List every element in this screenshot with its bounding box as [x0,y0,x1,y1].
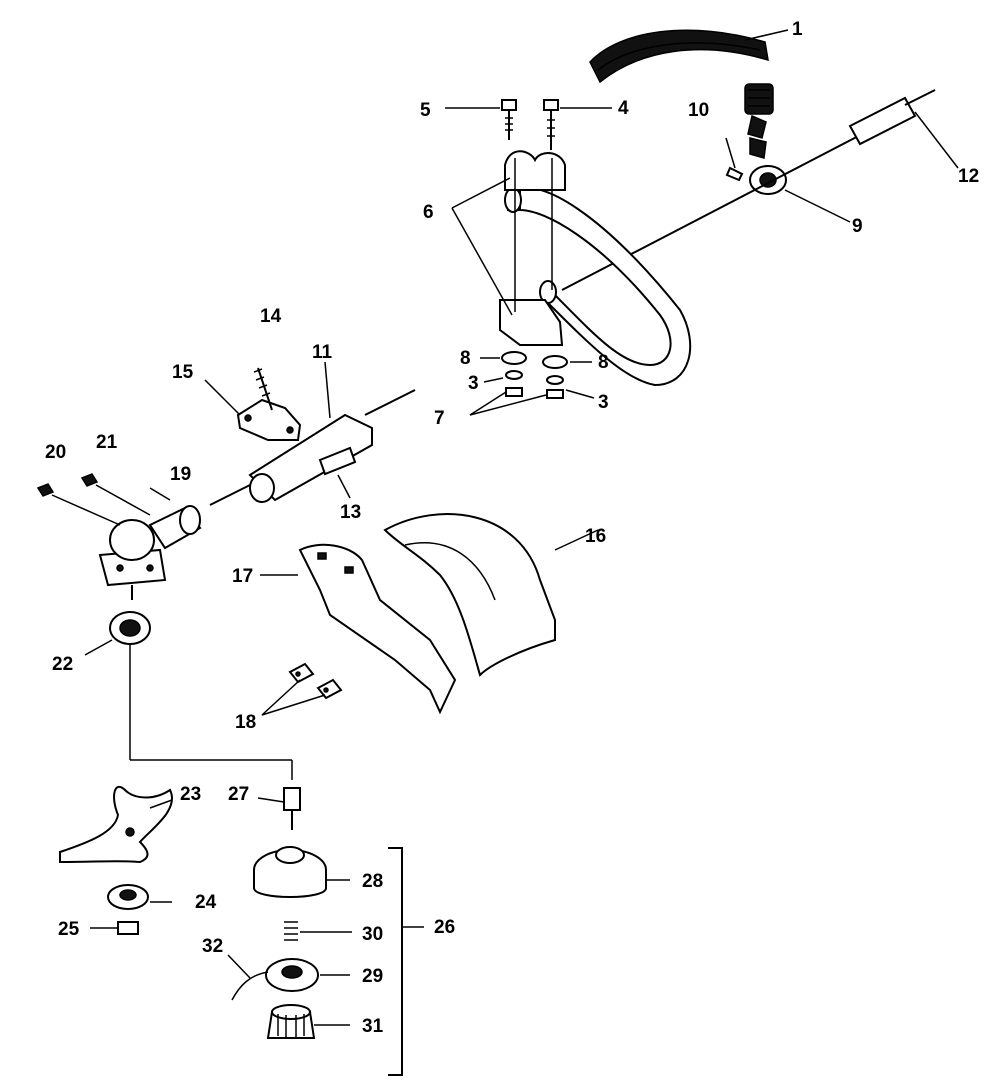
callout-8a: 8 [460,348,471,369]
callout-15: 15 [172,362,194,383]
callout-1: 1 [792,19,803,40]
callout-17: 17 [232,566,253,587]
part-17-guard [298,543,457,715]
part-16-guard [383,513,556,677]
callout-29: 29 [362,966,383,987]
callout-16: 16 [585,526,606,547]
part-27-adapter [283,787,301,830]
callout-11: 11 [312,342,333,363]
callout-7: 7 [434,408,445,429]
callout-3b: 3 [598,392,609,413]
part-9-10-clamp [725,114,787,195]
callout-9: 9 [852,216,863,237]
callout-25: 25 [58,919,80,940]
assembly-bracket-26 [388,847,403,1076]
part-29-spool [231,958,319,1001]
callout-4: 4 [618,98,629,119]
callout-21: 21 [96,432,118,453]
part-23-blade [59,785,173,864]
part-1-cable [589,29,774,115]
callout-19: 19 [170,464,191,485]
leader-lines [84,29,959,1026]
bolts-4-5 [501,99,559,150]
callout-30: 30 [362,924,383,945]
callout-28: 28 [362,871,383,892]
callout-13: 13 [340,502,361,523]
callout-5: 5 [420,100,431,121]
part-11-13-shaft-housing [209,389,416,506]
callout-12: 12 [958,166,979,187]
part-22-bearing [109,611,151,760]
washers-nuts [501,351,568,399]
part-18-clips [288,662,343,700]
callout-10: 10 [688,100,709,121]
handle-loop [499,150,692,387]
callout-6: 6 [423,202,434,223]
callout-27: 27 [228,784,249,805]
callout-14: 14 [260,306,282,327]
part-14-15-clamp [236,367,302,441]
callout-20: 20 [45,442,66,463]
callout-18: 18 [235,712,256,733]
part-30-spring [284,921,298,941]
callout-3a: 3 [468,373,479,394]
part-24-25-hub [107,759,293,935]
part-28-housing [253,846,327,898]
callout-24: 24 [195,892,217,913]
part-31-knob [266,1004,316,1039]
callout-32: 32 [202,936,223,957]
callout-labels: 1 3 3 4 5 6 7 8 8 9 10 11 12 13 14 15 16… [45,19,979,1037]
callout-23: 23 [180,784,201,805]
part-19-gearhead [36,473,202,600]
callout-31: 31 [362,1016,384,1037]
callout-26: 26 [434,917,455,938]
callout-22: 22 [52,654,73,675]
callout-8b: 8 [598,352,609,373]
